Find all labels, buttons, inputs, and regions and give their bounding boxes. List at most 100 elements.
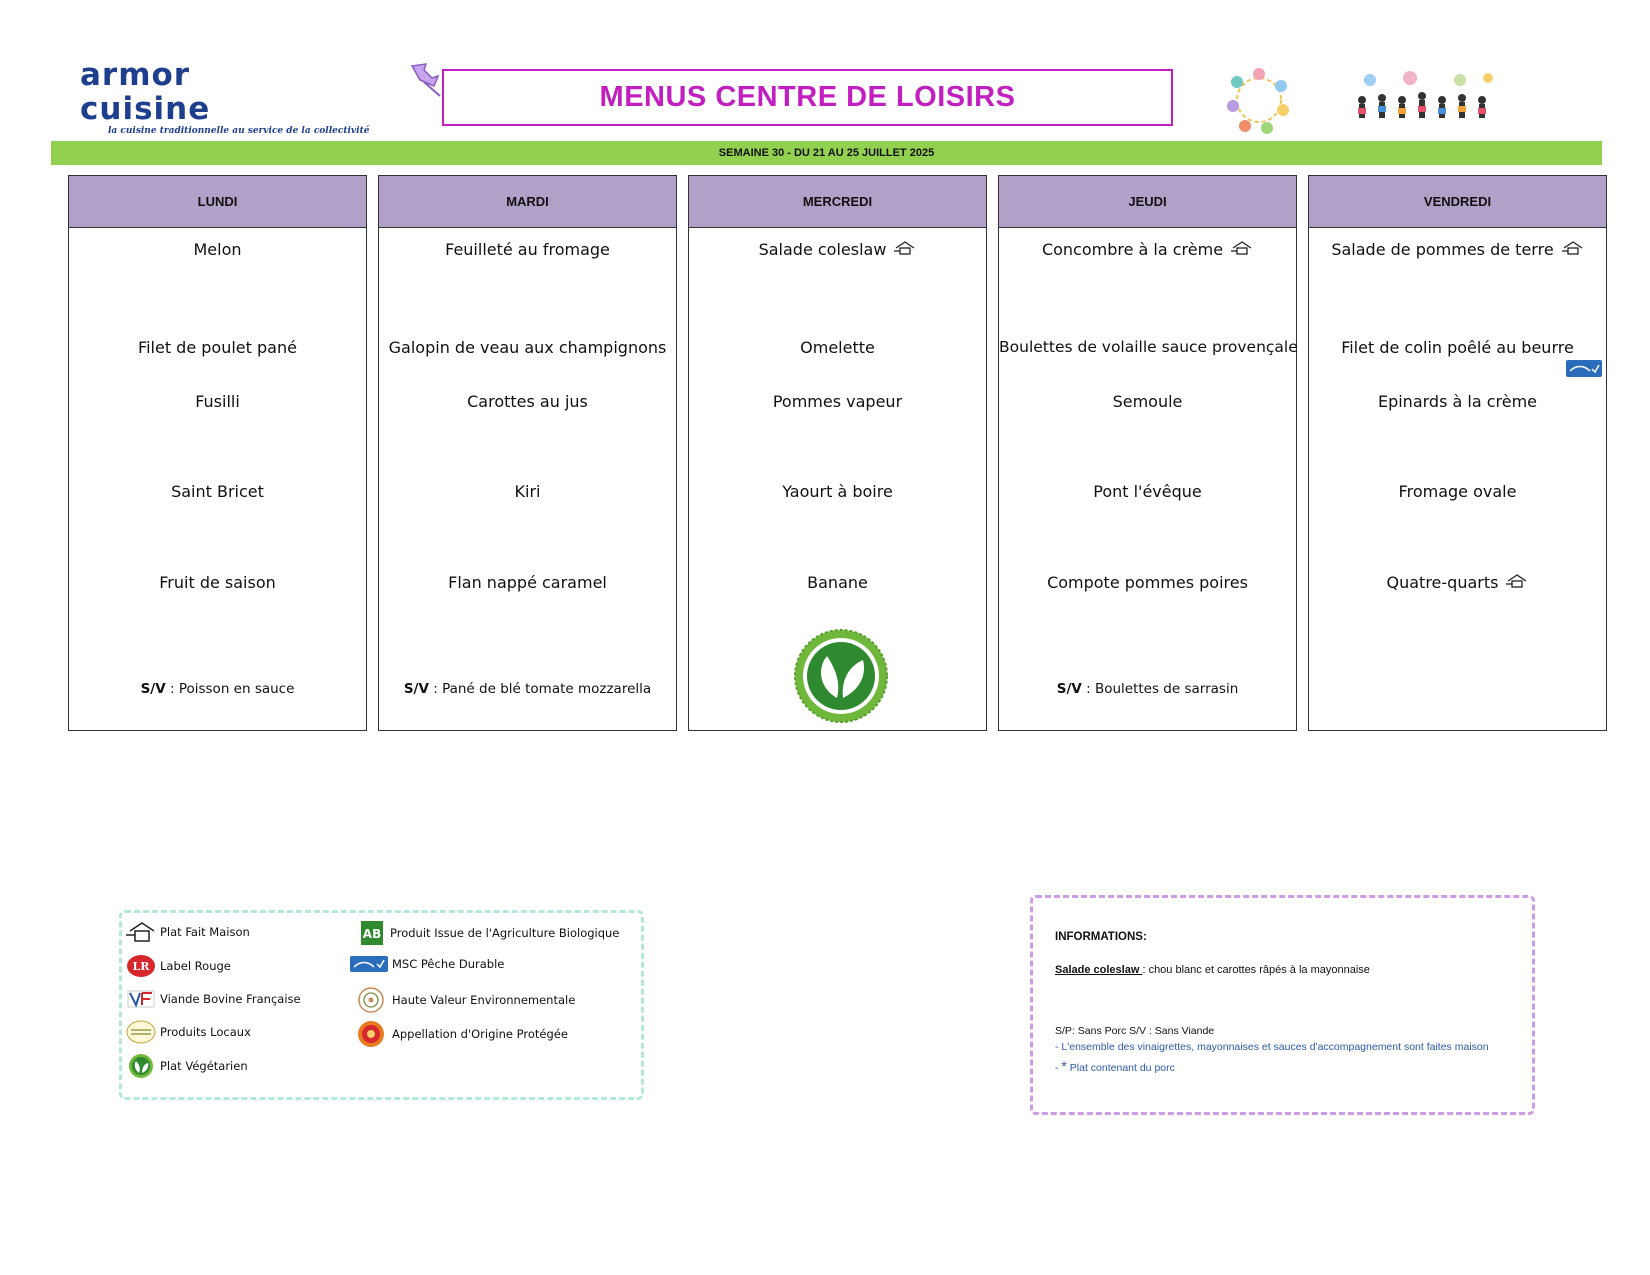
- title-box: MENUS CENTRE DE LOISIRS: [442, 69, 1173, 126]
- info-abbreviations: S/P: Sans Porc S/V : Sans Viande: [1055, 1025, 1215, 1037]
- legend-label: Viande Bovine Française: [160, 992, 301, 1006]
- homemade-icon: [126, 922, 155, 942]
- dessert: Compote pommes poires: [1047, 573, 1248, 592]
- side-dish: Carottes au jus: [467, 392, 588, 411]
- side-dish: Pommes vapeur: [772, 392, 903, 411]
- kids-circle-illustration-icon: [1227, 68, 1289, 134]
- legend-label: Produit Issue de l'Agriculture Biologiqu…: [390, 926, 620, 940]
- msc-badge-icon: [1566, 360, 1602, 377]
- main-dish: Galopin de veau aux champignons: [388, 338, 667, 357]
- vegetarian-alternative: S/V : Boulettes de sarrasin: [999, 681, 1296, 697]
- legend-label: Produits Locaux: [160, 1025, 251, 1039]
- asterisk-icon: *: [1061, 1058, 1067, 1074]
- info-homemade-note: - L'ensemble des vinaigrettes, mayonnais…: [1055, 1041, 1489, 1053]
- cheese: Kiri: [514, 482, 541, 501]
- side-dish: Fusilli: [195, 392, 240, 411]
- day-column-jeudi: JEUDI Concombre à la crème Boulettes de …: [998, 175, 1298, 731]
- svg-text:AB: AB: [363, 927, 381, 941]
- label-rouge-icon: LR: [127, 955, 155, 977]
- info-term-separator: :: [1142, 964, 1149, 976]
- starter: Concombre à la crème: [1041, 240, 1224, 259]
- legend-item: Plat Fait Maison: [126, 920, 250, 944]
- homemade-icon: [894, 241, 915, 255]
- side-dish: Epinards à la crème: [1377, 392, 1538, 411]
- dessert: Banane: [807, 573, 868, 592]
- main-dish: Filet de colin poêlé au beurre: [1341, 338, 1574, 357]
- info-pork-note: - * Plat contenant du porc: [1055, 1058, 1175, 1074]
- info-title: INFORMATIONS:: [1055, 931, 1147, 943]
- dessert-row: Quatre-quarts: [1309, 573, 1606, 592]
- starter: Feuilleté au fromage: [445, 240, 610, 259]
- info-pork-prefix: -: [1055, 1062, 1062, 1074]
- starter-row: Salade coleslaw: [689, 240, 986, 259]
- alt-text: : Boulettes de sarrasin: [1081, 681, 1239, 697]
- legend-item: AB Produit Issue de l'Agriculture Biolog…: [358, 920, 619, 946]
- company-logo: armor cuisine la cuisine traditionnelle …: [80, 57, 370, 136]
- cheese: Fromage ovale: [1398, 482, 1517, 501]
- legend-label: Plat Fait Maison: [160, 925, 250, 939]
- aop-icon: [358, 1021, 384, 1047]
- day-header: LUNDI: [69, 176, 366, 228]
- info-definition-text: chou blanc et carottes râpés à la mayonn…: [1148, 964, 1370, 976]
- vegetarian-alternative: S/V : Pané de blé tomate mozzarella: [379, 681, 676, 697]
- starter: Salade de pommes de terre: [1331, 240, 1554, 259]
- legend-label: Haute Valeur Environnementale: [392, 993, 576, 1007]
- organic-ab-icon: AB: [361, 921, 383, 945]
- starter: Melon: [193, 240, 242, 259]
- msc-icon: [350, 956, 388, 972]
- info-definition: Salade coleslaw : chou blanc et carottes…: [1055, 964, 1370, 976]
- vegetarian-alternative: S/V : Poisson en sauce: [69, 681, 366, 697]
- cheese: Yaourt à boire: [782, 482, 893, 501]
- week-banner: SEMAINE 30 - DU 21 AU 25 JUILLET 2025: [51, 141, 1602, 165]
- vegetarian-seal-icon: [794, 629, 888, 723]
- legend-label: MSC Pêche Durable: [392, 957, 505, 971]
- day-header: MARDI: [379, 176, 676, 228]
- starter: Salade coleslaw: [758, 240, 887, 259]
- legend-item: Haute Valeur Environnementale: [354, 987, 575, 1013]
- alt-text: : Pané de blé tomate mozzarella: [428, 681, 652, 697]
- day-header: MERCREDI: [689, 176, 986, 228]
- starter-row: Concombre à la crème: [999, 240, 1296, 259]
- main-dish: Boulettes de volaille sauce provençale: [999, 338, 1298, 356]
- page-title: MENUS CENTRE DE LOISIRS: [599, 81, 1016, 113]
- legend-item: Plat Végétarien: [126, 1053, 248, 1079]
- homemade-icon: [1506, 574, 1527, 588]
- main-dish: Filet de poulet pané: [138, 338, 297, 357]
- dessert: Flan nappé caramel: [448, 573, 607, 592]
- hve-icon: [358, 987, 384, 1013]
- alt-label: S/V: [140, 681, 166, 697]
- day-header: VENDREDI: [1309, 176, 1606, 228]
- legend-item: Produits Locaux: [126, 1020, 251, 1044]
- alt-label: S/V: [403, 681, 429, 697]
- side-dish: Semoule: [1112, 392, 1183, 411]
- starter-row: Salade de pommes de terre: [1309, 240, 1606, 259]
- info-pork-text: Plat contenant du porc: [1066, 1062, 1175, 1074]
- day-header: JEUDI: [999, 176, 1296, 228]
- day-column-lundi: LUNDI Melon Filet de poulet pané Fusilli…: [68, 175, 367, 731]
- legend-item: Viande Bovine Française: [126, 987, 301, 1011]
- cheese: Saint Bricet: [171, 482, 264, 501]
- main-dish: Omelette: [800, 338, 875, 357]
- vegetarian-icon: [129, 1054, 153, 1078]
- day-column-mardi: MARDI Feuilleté au fromage Galopin de ve…: [378, 175, 677, 731]
- day-column-mercredi: MERCREDI Salade coleslaw Omelette Pommes…: [688, 175, 987, 731]
- cheese: Pont l'évêque: [1093, 482, 1202, 501]
- legend-item: LR Label Rouge: [126, 954, 231, 978]
- legend-item: Appellation d'Origine Protégée: [354, 1020, 568, 1048]
- local-products-icon: [126, 1020, 156, 1044]
- week-label: SEMAINE 30 - DU 21 AU 25 JUILLET 2025: [718, 147, 935, 159]
- alt-text: : Poisson en sauce: [165, 681, 295, 697]
- info-term: Salade coleslaw: [1055, 964, 1143, 976]
- information-box: INFORMATIONS: Salade coleslaw : chou bla…: [1030, 895, 1535, 1115]
- push-pin-icon: [410, 63, 441, 97]
- logo-tagline: la cuisine traditionnelle au service de …: [108, 126, 370, 136]
- alt-label: S/V: [1056, 681, 1082, 697]
- logo-name: armor cuisine: [80, 57, 211, 127]
- dessert: Fruit de saison: [159, 573, 276, 592]
- day-column-vendredi: VENDREDI Salade de pommes de terre Filet…: [1308, 175, 1607, 731]
- legend-label: Label Rouge: [160, 959, 231, 973]
- legend-box: Plat Fait Maison LR Label Rouge Viande B…: [119, 910, 644, 1100]
- svg-text:LR: LR: [133, 960, 151, 973]
- legend-label: Appellation d'Origine Protégée: [392, 1027, 568, 1041]
- homemade-icon: [1561, 241, 1583, 255]
